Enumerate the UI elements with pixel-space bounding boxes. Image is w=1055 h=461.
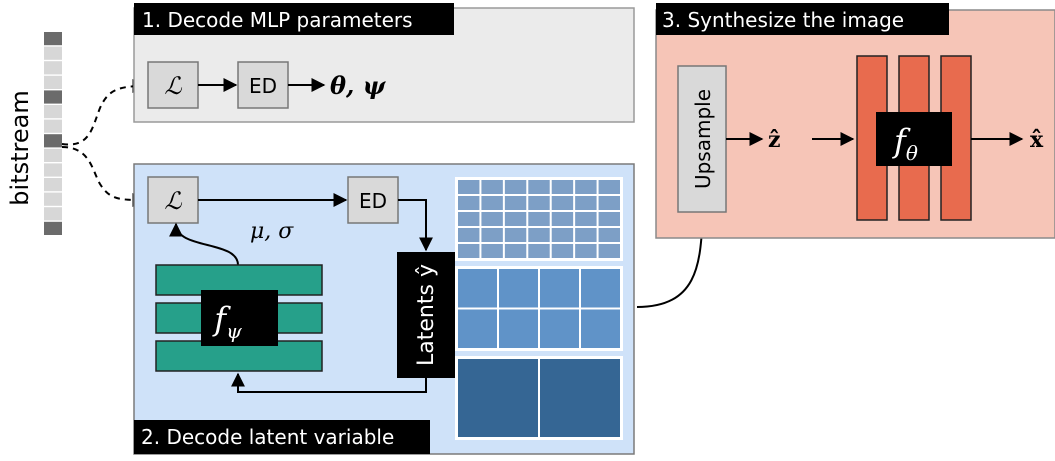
latent-cell — [458, 228, 480, 242]
bitstream-cell — [44, 207, 62, 221]
bitstream-cell — [44, 148, 62, 162]
latent-cell — [481, 228, 503, 242]
latent-cell — [458, 359, 538, 437]
bitstream-cell — [44, 119, 62, 133]
latent-cell — [528, 228, 550, 242]
bitstream-cell — [44, 178, 62, 192]
latent-cell — [504, 212, 527, 226]
panel2-network-label-box — [201, 290, 278, 346]
bitstream-column — [44, 32, 62, 235]
panel2-params-label: μ, σ — [250, 219, 294, 244]
panel1-output-label: θ, ψ — [330, 71, 387, 100]
latent-cell — [528, 180, 550, 194]
bitstream-to-panel2-arrow — [61, 146, 147, 207]
latent-cell — [528, 196, 550, 210]
panel-decode-mlp: 1. Decode MLP parameters ℒ ED θ, ψ — [133, 3, 635, 123]
latent-cell — [540, 269, 579, 308]
latent-cell — [551, 244, 574, 258]
bitstream-to-panel1-arrow — [61, 79, 147, 146]
panel2-arrow-net-to-entropy — [169, 222, 239, 266]
latent-cell — [551, 228, 574, 242]
panel3-x-label: x̂ — [1030, 127, 1044, 153]
panel2-latent-grids — [455, 177, 623, 440]
panel1-entropy-label: ℒ — [164, 72, 182, 100]
panel2-title: 2. Decode latent variable — [141, 425, 394, 449]
latent-cell — [575, 228, 597, 242]
panel-decode-latent: ℒ ED μ, σ fψ Latents ŷ 2. Decode latent … — [133, 163, 635, 455]
latent-cell — [575, 244, 597, 258]
latent-cell — [598, 212, 620, 226]
panel2-ed-label: ED — [359, 189, 387, 213]
latent-cell — [551, 180, 574, 194]
latent-cell — [581, 269, 620, 308]
panel2-title-bar — [134, 420, 430, 454]
latent-cell — [598, 228, 620, 242]
bitstream-cell — [44, 192, 62, 206]
latent-cell — [504, 180, 527, 194]
bitstream-cell — [44, 90, 62, 104]
latent-cell — [504, 244, 527, 258]
panel3-upsample-label: Upsample — [691, 89, 715, 189]
latent-cell — [504, 196, 527, 210]
panel3-upsample-box — [677, 65, 727, 213]
latent-cell — [458, 269, 497, 308]
latent-cell — [598, 196, 620, 210]
latent-cell — [458, 309, 497, 348]
panel2-latents-label: Latents ŷ — [414, 264, 439, 366]
panel3-network-subscript: θ — [906, 141, 918, 165]
panel2-latents-box — [397, 252, 455, 378]
panel2-arrow-ed-to-latents — [398, 199, 433, 252]
bitstream-cell — [44, 46, 62, 60]
bitstream-cell — [44, 163, 62, 177]
bitstream-cell — [44, 75, 62, 89]
latent-cell — [575, 196, 597, 210]
latent-cell — [458, 196, 480, 210]
bitstream-label: bitstream — [6, 90, 34, 205]
panel3-z-label: ẑ — [768, 127, 781, 153]
latent-cell — [575, 212, 597, 226]
latent-cell — [528, 244, 550, 258]
latent-cell — [598, 244, 620, 258]
latent-cell — [551, 212, 574, 226]
latent-cell — [499, 269, 538, 308]
panel1-ed-label: ED — [249, 74, 277, 98]
panel2-network-subscript: ψ — [226, 319, 242, 343]
panel2-entropy-label: ℒ — [164, 187, 182, 215]
latent-cell — [581, 309, 620, 348]
bitstream-cell — [44, 134, 62, 148]
panel1-ed-box — [237, 61, 289, 109]
latent-cell — [481, 196, 503, 210]
panel2-arrow-latents-to-net — [231, 372, 427, 393]
bitstream-cell — [44, 32, 62, 46]
latent-cell — [458, 180, 480, 194]
latent-cell — [481, 244, 503, 258]
latent-cell — [598, 180, 620, 194]
panel1-title: 1. Decode MLP parameters — [142, 8, 413, 32]
latent-cell — [540, 309, 579, 348]
bitstream-cell — [44, 105, 62, 119]
panel3-title: 3. Synthesize the image — [662, 8, 904, 32]
latent-cell — [481, 212, 503, 226]
latent-cell — [458, 212, 480, 226]
panel3-network-label-box — [876, 112, 952, 166]
latent-cell — [551, 196, 574, 210]
panel2-ed-box — [347, 176, 399, 224]
latent-cell — [481, 180, 503, 194]
latent-cell — [575, 180, 597, 194]
bitstream-cell — [44, 61, 62, 75]
panel1-title-bar — [134, 3, 454, 35]
panel1-entropy-box — [147, 61, 199, 109]
latent-cell — [458, 244, 480, 258]
latent-cell — [499, 309, 538, 348]
latent-cell — [540, 359, 620, 437]
panel2-entropy-box — [147, 176, 199, 224]
bitstream-cell — [44, 221, 62, 235]
latent-cell — [504, 228, 527, 242]
latent-cell — [528, 212, 550, 226]
panel3-title-bar — [656, 3, 949, 35]
panel-synthesize: 3. Synthesize the image Upsample ẑ fθ x̂ — [655, 3, 1055, 239]
